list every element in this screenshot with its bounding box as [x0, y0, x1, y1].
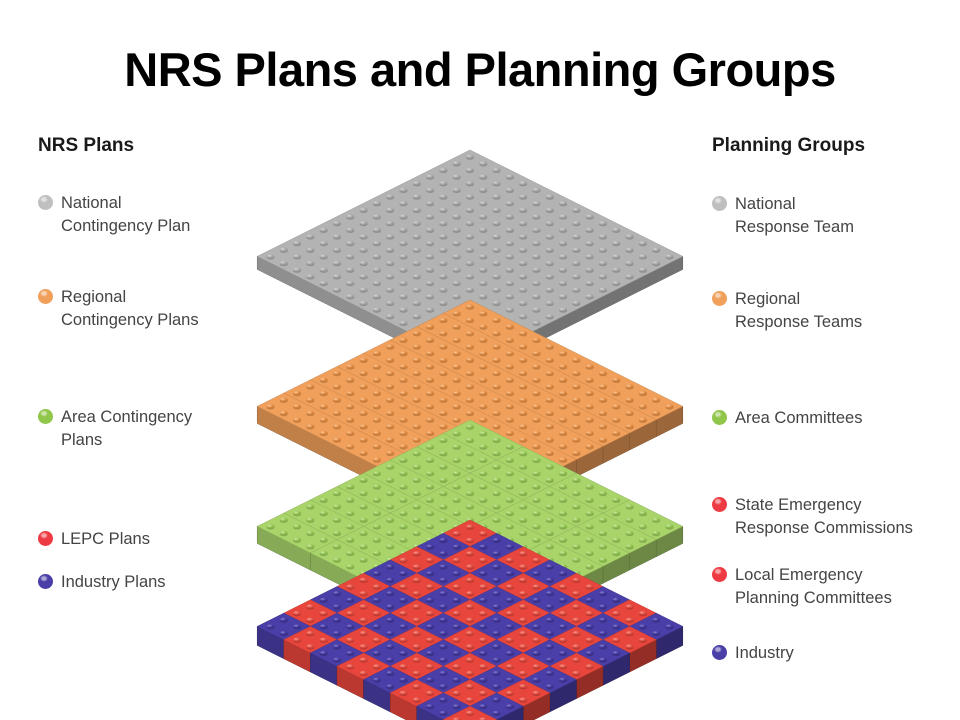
page-title: NRS Plans and Planning Groups — [124, 43, 836, 96]
legend-item-label: Industry Plans — [61, 573, 166, 591]
legend-right-heading: Planning Groups — [712, 135, 866, 156]
bullet-circle-green-icon — [712, 410, 727, 425]
legend-item-label: Industry — [735, 644, 794, 662]
bullet-circle-red-icon — [712, 497, 727, 512]
bullet-circle-red-icon — [38, 531, 53, 546]
layer-area-bricks — [256, 419, 684, 651]
bullet-circle-green-icon — [38, 409, 53, 424]
legend-left-heading: NRS Plans — [38, 135, 135, 156]
legend-item-left-3[interactable]: LEPC Plans — [38, 528, 150, 551]
layer-national-baseplate — [256, 149, 684, 377]
layer-regional-bricks — [256, 299, 684, 531]
legend-item-left-4[interactable]: Industry Plans — [38, 571, 166, 594]
bullet-circle-blue-icon — [712, 645, 727, 660]
bullet-circle-orange-icon — [38, 289, 53, 304]
bullet-circle-orange-icon — [712, 291, 727, 306]
legend-item-label: Area Committees — [735, 409, 863, 427]
layer-local-bricks — [256, 519, 684, 720]
legend-item-right-5[interactable]: Industry — [712, 642, 794, 665]
legend-item-label: LEPC Plans — [61, 530, 150, 548]
bullet-circle-red-icon — [712, 567, 727, 582]
bullet-circle-blue-icon — [38, 574, 53, 589]
bullet-circle-gray-icon — [712, 196, 727, 211]
legend-item-right-2[interactable]: Area Committees — [712, 407, 862, 430]
bullet-circle-gray-icon — [38, 195, 53, 210]
